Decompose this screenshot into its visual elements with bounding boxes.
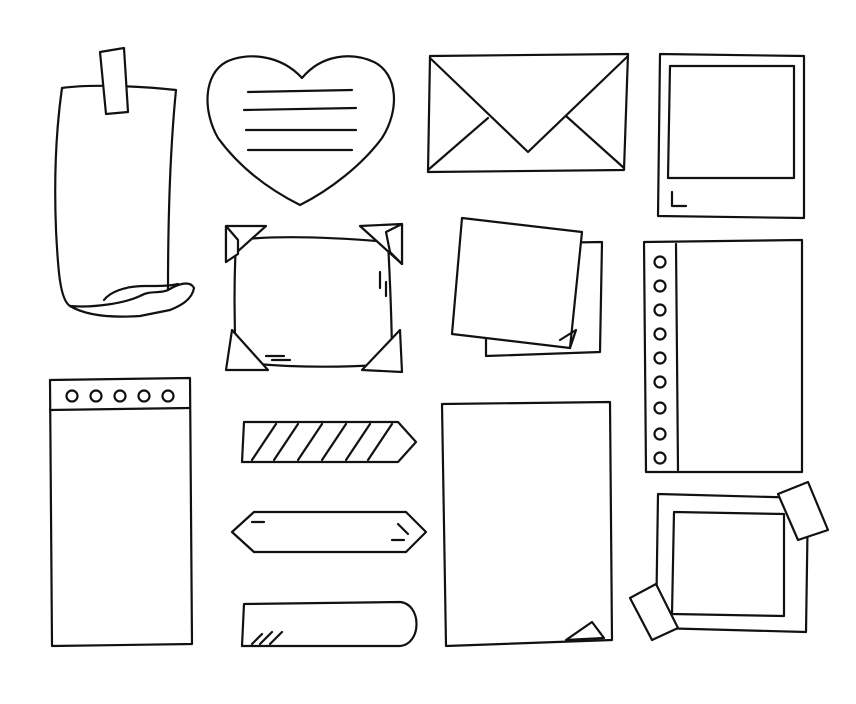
polaroid-frame [656,52,806,220]
striped-arrow-tag [240,420,418,464]
ring-punched-page [642,238,804,474]
taped-photo-frame [628,480,830,642]
stacked-sticky-notes [450,216,604,358]
rounded-label [240,600,418,648]
photo-corners-frame [224,222,404,374]
curled-paper-note [54,46,196,318]
envelope-icon [426,52,630,174]
heart-note [206,55,395,207]
double-pointed-tag [230,510,428,554]
folded-corner-page [440,400,614,648]
top-punched-page [48,376,194,648]
